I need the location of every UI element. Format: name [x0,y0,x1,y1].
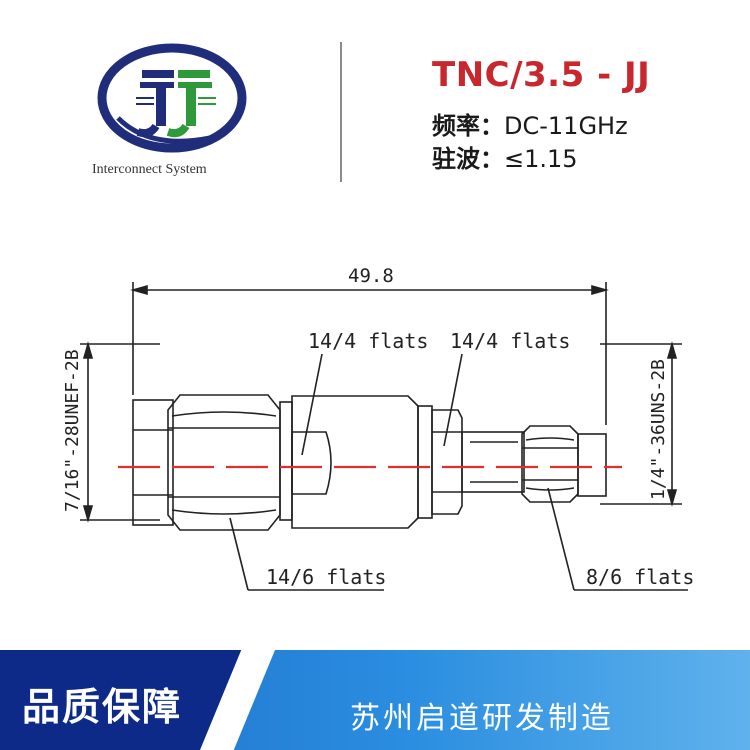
center-body [291,395,419,529]
spec-frequency-label: 频率： [432,112,504,140]
leader-bottom-right [547,487,575,591]
footer-quality-text: 品质保障 [22,685,183,729]
label-flats-bottom-right: 8/6 flats [586,565,694,589]
drawing-svg: 49.8 14/4 flats 14/4 flats 14/6 flats 8/… [62,265,694,591]
label-left-thread: 7/16"-28UNEF-2B [62,349,83,512]
label-flats-top-left: 14/4 flats [308,329,428,353]
leader-top-right [443,353,463,447]
label-flats-top-right: 14/4 flats [450,329,570,353]
header: Interconnect System TNC/3.5 - JJ 频率：DC-1… [0,0,750,210]
right-thread-arrow-top [666,341,678,359]
spec-vswr-value: ≤1.15 [504,145,578,173]
spec-vswr: 驻波：≤1.15 [432,139,578,174]
technical-drawing: 49.8 14/4 flats 14/4 flats 14/6 flats 8/… [0,210,750,650]
footer-left-panel [0,650,245,750]
label-flats-bottom-left: 14/6 flats [266,565,386,589]
label-right-thread: 1/4"-36UNS-2B [648,359,669,500]
right-pin-body [577,433,607,497]
dim-arrow-right [591,284,609,296]
right-flats-14-4 [431,409,463,515]
spec-frequency-value: DC-11GHz [504,112,628,140]
dim-arrow-left [130,284,148,296]
center-flats-14-4 [292,431,332,495]
right-thread-arrow-bottom [666,489,678,507]
left-body-flange [279,401,293,521]
left-thread-arrow-top [82,341,94,359]
left-plug-body [132,399,174,526]
right-hex-nut [521,425,579,503]
logo-caption: Interconnect System [92,162,207,177]
company-logo [90,40,260,190]
left-thread-arrow-bottom [82,505,94,523]
spec-frequency: 频率：DC-11GHz [432,106,628,141]
product-title: TNC/3.5 - JJ [432,55,651,95]
footer-manufacture-text: 苏州启道研发制造 [350,701,614,736]
neck [461,431,525,493]
leader-top-left [301,353,323,456]
dim-overall-length: 49.8 [348,265,394,287]
footer-banner: 品质保障 苏州启道研发制造 [0,650,750,750]
ring-flange [417,405,433,519]
header-divider [340,42,342,182]
left-hex-nut [167,394,281,531]
spec-vswr-label: 驻波： [432,145,504,173]
leader-bottom-left [229,517,249,591]
